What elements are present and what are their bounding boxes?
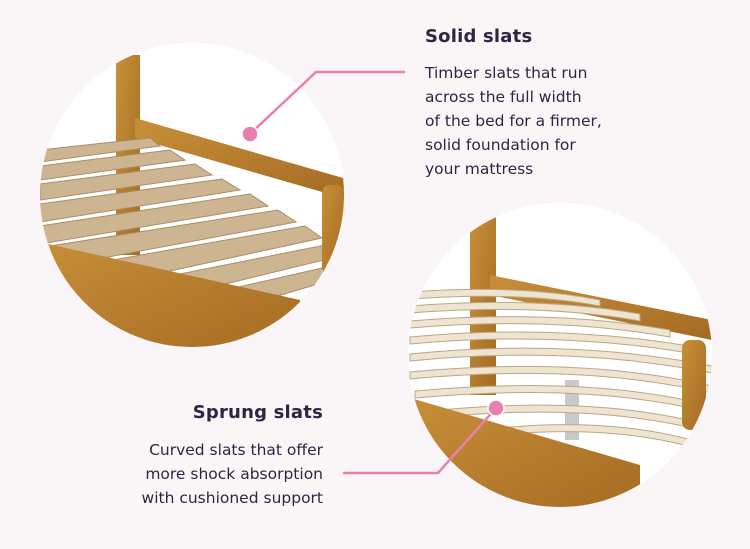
callout-dot	[487, 399, 505, 417]
sprung-slats-title: Sprung slats	[192, 402, 323, 423]
sprung-slats-image	[408, 203, 712, 507]
solid-slats-image	[40, 43, 344, 347]
sprung-slats-description: Curved slats that offer more shock absor…	[142, 438, 323, 510]
solid-slats-title: Solid slats	[425, 26, 533, 47]
description-line: Curved slats that offer	[149, 441, 323, 459]
description-line: solid foundation for	[425, 136, 576, 154]
description-line: with cushioned support	[141, 489, 323, 507]
description-line: your mattress	[425, 160, 534, 178]
description-line: Timber slats that run	[425, 64, 588, 82]
sprung-slats-callout	[343, 399, 505, 475]
description-line: across the full width	[425, 88, 582, 106]
solid-slats-callout	[241, 70, 405, 143]
description-line: more shock absorption	[145, 465, 323, 483]
solid-slats-description: Timber slats that run across the full wi…	[425, 61, 602, 181]
description-line: of the bed for a firmer,	[425, 112, 602, 130]
callout-dot	[241, 125, 259, 143]
